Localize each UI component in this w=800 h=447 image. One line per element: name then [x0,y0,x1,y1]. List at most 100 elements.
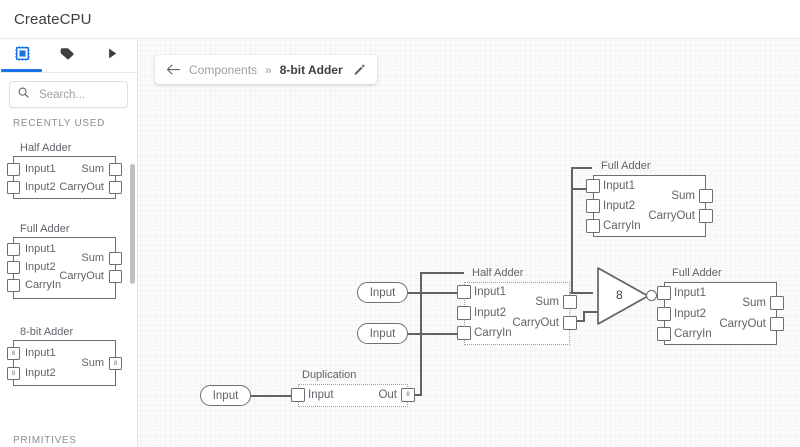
pin-input1[interactable]: 8 [7,347,20,360]
pin-sum[interactable] [770,296,784,310]
input-pill-2[interactable]: Input [357,323,408,344]
pin-label-sum: Sum [81,357,104,369]
arrow-left-icon[interactable] [166,63,181,76]
pin-input1[interactable] [657,286,671,300]
input-pill-3[interactable]: Input [200,385,251,406]
pencil-icon[interactable] [353,63,366,76]
pin-input2[interactable] [7,261,20,274]
app-title: CreateCPU [14,10,92,28]
pin-sum[interactable] [563,295,577,309]
pin-carryout[interactable] [109,181,122,194]
tab-active-indicator [1,68,42,72]
wire-dup-out-v [420,273,422,396]
pin-label-carryin: CarryIn [474,327,512,339]
section-recently-used: RECENTLY USED [13,118,106,129]
search-icon [17,86,30,104]
sidebar-component-8bit-adder[interactable]: 8-bit Adder 8 Input1 8 Input2 8 Sum [7,326,137,386]
pin-label-out: Out [378,389,397,401]
node-body[interactable] [664,282,777,345]
tab-tags[interactable] [45,40,90,72]
breadcrumb-separator: » [265,62,272,77]
node-half-adder-mid[interactable]: Half Adder Input1 Input2 CarryIn Sum Car… [457,267,577,345]
title-bar: CreateCPU [0,0,800,39]
search-container [0,73,137,114]
pin-input2[interactable] [457,306,471,320]
pin-input1[interactable] [7,243,20,256]
pin-input2[interactable] [7,181,20,194]
pin-label-input2: Input2 [25,181,56,193]
pin-sum[interactable] [109,163,122,176]
node-duplication[interactable]: Duplication Input 8 Out [291,369,415,407]
pin-label-sum: Sum [742,297,766,309]
sidebar-component-full-adder[interactable]: Full Adder Input1 Input2 CarryIn Sum Car… [7,223,137,299]
pin-carryout[interactable] [770,317,784,331]
pin-label-carryin: CarryIn [674,328,712,340]
pin-input1[interactable] [457,285,471,299]
pin-label-input1: Input1 [603,180,635,192]
pin-carryin[interactable] [457,326,471,340]
buffer-value: 8 [616,288,623,302]
pin-input[interactable] [291,388,305,402]
pin-input2[interactable]: 8 [7,367,20,380]
pin-label-carryout: CarryOut [59,270,104,282]
wire-carryout-to-buffer [583,311,597,313]
node-buffer-gate[interactable]: 8 [596,266,658,326]
search-box[interactable] [9,81,137,108]
sidebar-tabs [0,39,137,73]
pin-out[interactable]: 8 [401,388,415,402]
pin-label-input2: Input2 [474,307,506,319]
pin-carryout[interactable] [699,209,713,223]
tab-run[interactable] [90,40,135,72]
tab-components[interactable] [0,40,45,72]
pin-input2[interactable] [586,199,600,213]
pin-label-carryout: CarryOut [648,210,695,222]
sidebar: RECENTLY USED Half Adder Input1 Input2 S… [0,39,138,447]
search-input[interactable] [37,87,137,102]
pin-label-input1: Input1 [674,287,706,299]
schematic-canvas[interactable]: Components » 8-bit Adder [138,39,800,447]
sidebar-scrollbar[interactable] [130,164,135,284]
wire-fulladder-top-carryin-h [571,188,592,190]
component-title: Full Adder [20,223,70,235]
pin-carryin[interactable] [7,279,20,292]
pin-label-input1: Input1 [25,347,56,359]
chip-icon [14,45,31,67]
pin-label-carryout: CarryOut [719,318,766,330]
pin-sum[interactable] [109,252,122,265]
breadcrumb-root[interactable]: Components [189,62,258,77]
pin-input2[interactable] [657,307,671,321]
node-full-adder-top[interactable]: Full Adder Input1 Input2 CarryIn Sum Car… [586,160,713,237]
wire-input3-to-duplication [251,395,299,397]
pin-label-input1: Input1 [25,243,56,255]
inverter-bubble-icon [646,290,657,301]
wire-sum-branch-to-buffer [571,292,593,294]
wire-halfadder-sum-v [571,168,573,293]
pin-label-sum: Sum [671,190,695,202]
pin-carryin[interactable] [586,219,600,233]
pin-input1[interactable] [7,163,20,176]
buffer-triangle-shape[interactable] [596,266,658,326]
breadcrumb-current: 8-bit Adder [279,62,343,77]
wire-halfadder-carryout-v [583,311,585,321]
breadcrumb: Components » 8-bit Adder [155,55,377,84]
play-icon [105,46,120,66]
node-title: Duplication [302,369,357,381]
pin-carryout[interactable] [563,316,577,330]
pin-input1[interactable] [586,179,600,193]
pin-label-input1: Input1 [474,286,506,298]
pin-sum[interactable]: 8 [109,357,122,370]
pin-carryout[interactable] [109,270,122,283]
pin-sum[interactable] [699,189,713,203]
wire-to-fulladder-top-input2 [571,167,592,169]
section-primitives: PRIMITIVES [13,435,77,446]
wire-dup-out-h1 [412,394,422,396]
wire-dup-out-to-halfadder-input2 [420,272,464,274]
node-full-adder-right[interactable]: Full Adder Input1 Input2 CarryIn Sum Car… [657,267,784,345]
pin-label-input: Input [308,389,334,401]
pin-label-sum: Sum [81,252,104,264]
pin-label-input2: Input2 [674,308,706,320]
input-pill-1[interactable]: Input [357,282,408,303]
pin-carryin[interactable] [657,327,671,341]
sidebar-component-half-adder[interactable]: Half Adder Input1 Input2 Sum CarryOut [7,142,137,199]
node-body[interactable] [593,175,706,237]
